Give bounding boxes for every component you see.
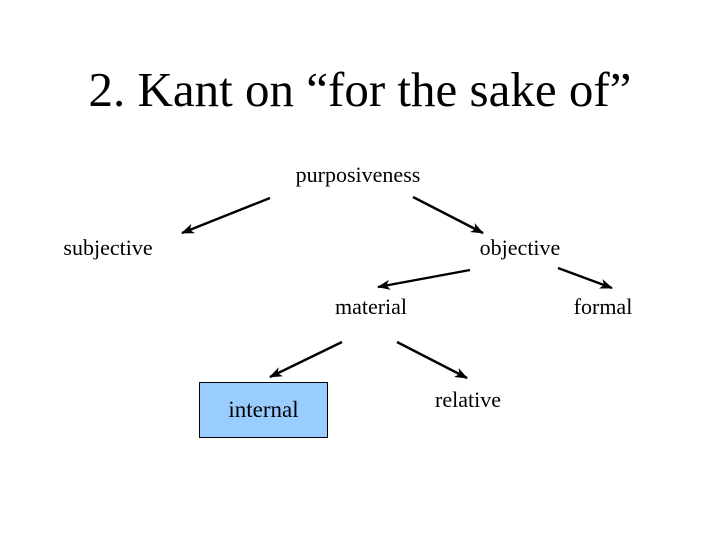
node-objective: objective — [479, 235, 561, 260]
arrow-material-to-internal — [269, 340, 343, 379]
arrow-objective-to-material — [377, 268, 471, 290]
node-material: material — [334, 294, 408, 319]
node-internal-label: internal — [228, 397, 299, 422]
node-purposiveness: purposiveness — [295, 162, 421, 187]
arrow-purposiveness-to-subjective — [181, 196, 271, 235]
slide-title: 2. Kant on “for the sake of” — [88, 62, 632, 117]
arrow-purposiveness-to-objective — [412, 195, 484, 235]
node-relative: relative — [435, 387, 501, 412]
node-subjective: subjective — [63, 235, 153, 260]
arrow-material-to-relative — [396, 340, 468, 380]
node-formal: formal — [573, 294, 633, 319]
arrow-objective-to-formal — [557, 266, 613, 290]
node-internal-highlight-box: internal — [199, 382, 328, 438]
